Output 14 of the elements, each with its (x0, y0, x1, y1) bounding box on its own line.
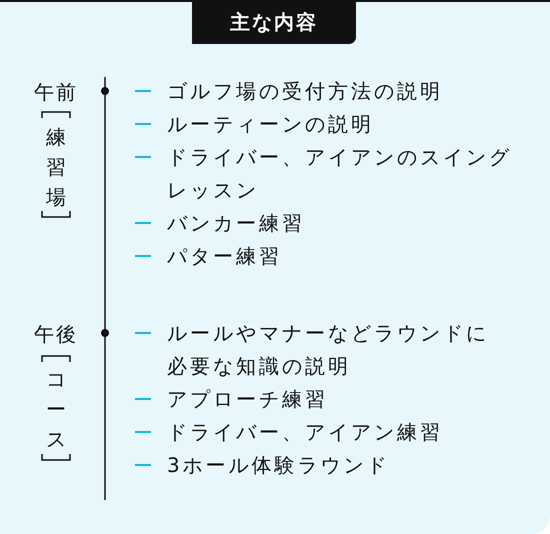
time-label: 午後 (34, 322, 78, 346)
list-item-text: ゴルフ場の受付方法の説明 (167, 78, 444, 105)
list-item-text: バンカー練習 (167, 210, 306, 237)
list-item-text: ドライバー、アイアンのスイングレッスン (167, 144, 513, 204)
list-item-text: パター練習 (167, 243, 283, 270)
location-label: コース (45, 366, 67, 453)
time-label: 午前 (34, 80, 78, 104)
list-item-text: ルーティーンの説明 (167, 111, 375, 138)
location-label: 練習場 (45, 124, 67, 211)
list-item-text: ドライバー、アイアン練習 (167, 419, 444, 446)
title-tab: 主な内容 (192, 0, 356, 44)
list-item-text: ルールやマナーなどラウンドに必要な知識の説明 (167, 320, 490, 380)
list-item-text: 3ホール体験ラウンド (167, 452, 391, 479)
list-item-text: アプローチ練習 (167, 386, 329, 413)
